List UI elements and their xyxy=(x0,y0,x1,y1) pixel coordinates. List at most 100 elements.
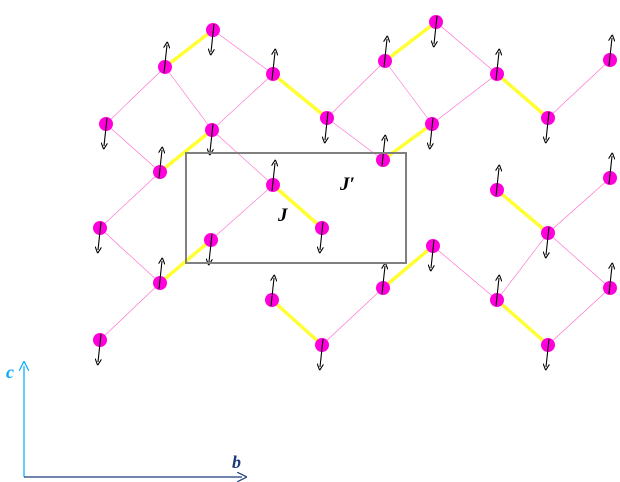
spin-down-arrow xyxy=(430,117,433,146)
interchain-bond xyxy=(384,60,433,125)
spin-site xyxy=(603,38,617,67)
spin-down-arrow xyxy=(98,221,101,250)
interchain-bond xyxy=(431,73,498,125)
spin-site xyxy=(376,266,390,295)
spin-down-arrow xyxy=(210,123,213,152)
axes: c b xyxy=(6,362,242,477)
interchain-bond xyxy=(435,21,498,75)
dimer-bond-j xyxy=(381,122,434,162)
label-j: J xyxy=(277,205,288,226)
spin-site xyxy=(205,123,219,152)
dimer-bond-j xyxy=(495,298,550,347)
spin-down-arrow xyxy=(546,226,549,255)
spin-up-arrow xyxy=(496,278,499,307)
spin-site xyxy=(93,221,107,250)
interchain-bond xyxy=(105,123,161,173)
spin-site xyxy=(206,23,220,52)
spin-up-arrow xyxy=(609,38,612,67)
spin-site xyxy=(265,278,279,307)
spin-site xyxy=(153,150,167,179)
spin-site xyxy=(541,338,555,367)
spin-down-arrow xyxy=(546,338,549,367)
spin-down-arrow xyxy=(104,117,107,146)
atoms-layer xyxy=(93,15,617,367)
spin-up-arrow xyxy=(609,156,612,185)
interchain-bond xyxy=(99,171,161,229)
label-j-prime: J′ xyxy=(339,174,355,195)
interchain-bond xyxy=(547,59,611,119)
spin-site xyxy=(490,52,504,81)
spin-up-arrow xyxy=(382,266,385,295)
spin-up-arrow xyxy=(609,266,612,295)
spin-site xyxy=(490,168,504,197)
spin-site xyxy=(266,52,280,81)
spin-down-arrow xyxy=(320,338,323,367)
interchain-bond xyxy=(211,129,274,186)
interchain-bond xyxy=(326,60,386,119)
spin-up-arrow xyxy=(496,52,499,81)
dimer-bond-j xyxy=(495,72,550,120)
interchain-bond xyxy=(105,66,166,125)
spin-down-arrow xyxy=(431,239,434,268)
dimer-bond-j xyxy=(271,72,329,120)
spin-site xyxy=(490,278,504,307)
spin-down-arrow xyxy=(325,111,328,140)
dimer-bond-j xyxy=(158,128,214,174)
interchain-bond xyxy=(547,177,611,234)
spin-down-arrow xyxy=(209,233,212,262)
interchain-bonds xyxy=(99,21,611,346)
axis-c-label: c xyxy=(6,362,14,382)
spin-site xyxy=(378,39,392,68)
spin-site xyxy=(315,221,329,250)
spin-up-arrow xyxy=(496,168,499,197)
spin-up-arrow xyxy=(272,52,275,81)
interchain-bond xyxy=(432,245,498,301)
spin-up-arrow xyxy=(164,45,167,74)
spin-site xyxy=(93,333,107,362)
dimer-bond-j xyxy=(383,20,438,63)
dimer-bond-j xyxy=(495,188,550,235)
spin-site xyxy=(320,111,334,140)
dimer-bond-j xyxy=(381,244,435,290)
interchain-bond xyxy=(547,232,611,289)
interchain-bond xyxy=(99,227,161,284)
spin-up-arrow xyxy=(159,261,162,290)
spin-site xyxy=(266,163,280,192)
unit-cell xyxy=(185,152,407,264)
axis-b-label: b xyxy=(232,452,241,472)
interchain-bond xyxy=(496,232,549,301)
spin-up-arrow xyxy=(272,163,275,192)
spin-site xyxy=(429,15,443,44)
spin-site xyxy=(425,117,439,146)
spin-site xyxy=(153,261,167,290)
spin-site xyxy=(315,338,329,367)
spin-down-arrow xyxy=(434,15,437,44)
spin-site xyxy=(541,226,555,255)
spin-site xyxy=(426,239,440,268)
interchain-bond xyxy=(547,287,611,346)
spin-up-arrow xyxy=(159,150,162,179)
spin-site xyxy=(158,45,172,74)
dimer-bond-j xyxy=(163,28,215,69)
spin-down-arrow xyxy=(320,221,323,250)
dimer-bond-j xyxy=(271,183,324,230)
interchain-bond xyxy=(321,287,384,346)
interchain-bond xyxy=(164,66,213,131)
dimer-bonds xyxy=(158,20,550,347)
interchain-bond xyxy=(99,282,161,341)
interchain-bond xyxy=(211,73,274,131)
interchain-bond xyxy=(210,184,274,241)
spin-site xyxy=(99,117,113,146)
spin-down-arrow xyxy=(98,333,101,362)
spin-down-arrow xyxy=(546,111,549,140)
spin-site xyxy=(603,156,617,185)
dimer-bond-j xyxy=(270,298,324,347)
spin-site xyxy=(541,111,555,140)
spin-up-arrow xyxy=(271,278,274,307)
interchain-bond xyxy=(212,29,274,75)
spin-site xyxy=(204,233,218,262)
spin-up-arrow xyxy=(384,39,387,68)
spin-down-arrow xyxy=(211,23,214,52)
spin-site xyxy=(603,266,617,295)
